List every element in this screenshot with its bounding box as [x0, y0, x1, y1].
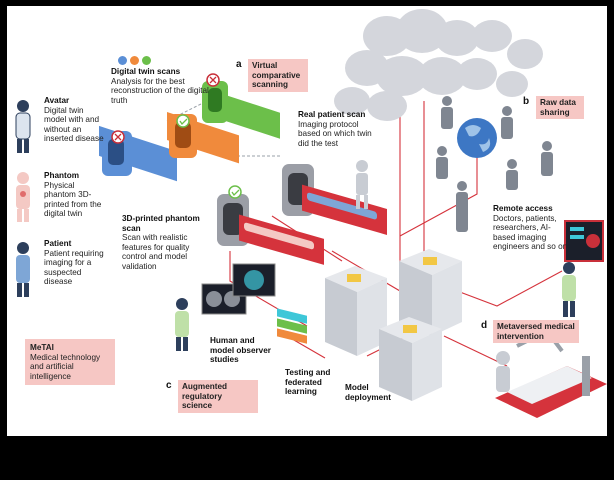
surgery-scene — [495, 328, 607, 418]
scanner-green — [202, 73, 280, 139]
real-scan-desc: Imaging protocol based on which twin did… — [298, 119, 372, 148]
scanner-real-patient — [282, 164, 387, 235]
scanner-orange — [167, 111, 239, 164]
legend-phantom-title: Phantom — [44, 171, 80, 180]
observer-label: Human and model observer studies — [210, 336, 275, 365]
metai-title: MeTAI — [30, 343, 54, 352]
globe — [457, 118, 497, 158]
real-scan-label: Real patient scan Imaging protocol based… — [298, 110, 373, 148]
testing-title: Testing and federated learning — [285, 368, 331, 397]
section-d-label: Metaversed medical intervention — [493, 320, 579, 344]
digital-twin-label: Digital twin scans Analysis for the best… — [111, 67, 211, 105]
remote-access-label: Remote access Doctors, patients, researc… — [493, 204, 568, 252]
legend-dot-green — [142, 56, 151, 65]
hospital-building-3 — [379, 317, 442, 401]
metai-desc: Medical technology and artificial intell… — [30, 352, 101, 381]
phantom-scan-title: 3D-printed phantom scan — [122, 214, 200, 233]
remote-access-title: Remote access — [493, 204, 553, 213]
deployment-title: Model deployment — [345, 383, 391, 402]
hospital-building-2 — [399, 249, 462, 336]
data-stack — [277, 308, 307, 344]
legend-phantom-desc: Physical phantom 3D-printed from the dig… — [44, 180, 102, 219]
legend-avatar-desc: Digital twin model with and without an i… — [44, 105, 104, 144]
digital-twin-title: Digital twin scans — [111, 67, 181, 76]
legend-dot-blue — [118, 56, 127, 65]
observer-monitors — [201, 263, 276, 315]
phantom-scan-label: 3D-printed phantom scan Scan with realis… — [122, 214, 200, 272]
illustration — [15, 9, 607, 418]
phantom-scan-desc: Scan with realistic features for quality… — [122, 233, 190, 271]
legend-avatar-title: Avatar — [44, 96, 70, 105]
phantom-figure — [16, 172, 30, 222]
hospital-building-1 — [325, 266, 387, 356]
testing-label: Testing and federated learning — [285, 368, 337, 397]
remote-doctor — [562, 220, 604, 317]
section-c-letter: c — [166, 380, 172, 391]
legend-patient: Patient Patient requiring imaging for a … — [44, 239, 108, 287]
legend-patient-title: Patient — [44, 239, 72, 248]
real-scan-title: Real patient scan — [298, 110, 366, 119]
digital-twin-desc: Analysis for the best reconstruction of … — [111, 76, 209, 105]
section-d-letter: d — [481, 320, 488, 331]
remote-people — [436, 96, 553, 232]
scanner-blue — [99, 125, 177, 182]
scanner-phantom — [217, 185, 324, 265]
legend-phantom: Phantom Physical phantom 3D-printed from… — [44, 171, 108, 219]
deployment-label: Model deployment — [345, 383, 397, 402]
section-b-letter: b — [523, 96, 530, 107]
section-a-label: Virtual comparative scanning — [248, 59, 308, 92]
remote-access-desc: Doctors, patients, researchers, AI-based… — [493, 213, 568, 252]
metai-box: MeTAI Medical technology and artificial … — [25, 339, 115, 386]
legend-avatar: Avatar Digital twin model with and witho… — [44, 96, 108, 144]
patient-figure — [16, 242, 30, 297]
avatar-figure — [15, 100, 31, 153]
cloud-cluster — [334, 9, 543, 121]
section-b-label: Raw data sharing — [536, 96, 584, 120]
section-a-letter: a — [236, 59, 242, 70]
legend-patient-desc: Patient requiring imaging for a suspecte… — [44, 248, 104, 287]
section-c-label: Augmented regulatory science — [178, 380, 258, 413]
figure-frame: Avatar Digital twin model with and witho… — [7, 6, 607, 436]
observer-title: Human and model observer studies — [210, 336, 271, 365]
legend-dot-orange — [130, 56, 139, 65]
observer-person — [175, 298, 189, 351]
robot-figure — [356, 160, 368, 209]
